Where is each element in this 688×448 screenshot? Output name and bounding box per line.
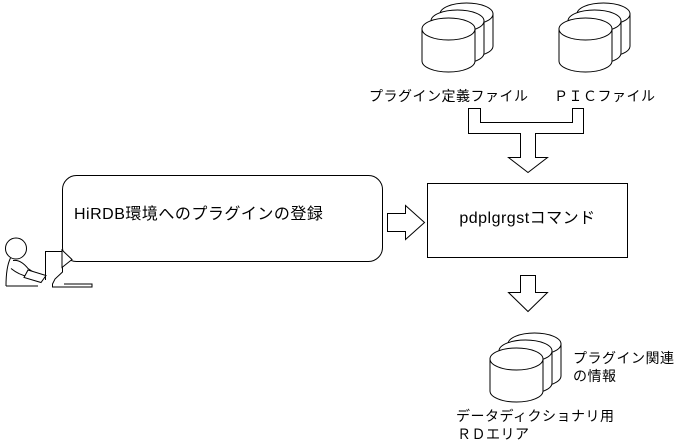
label-pic-file: ＰＩＣファイル [554, 88, 656, 104]
label-rd-area-line1: データディクショナリ用 [456, 408, 615, 424]
label-command: pdplgrgstコマンド [459, 210, 596, 227]
person-icon [5, 237, 47, 287]
pic-file-cylinders-icon [559, 3, 630, 72]
plugin-definition-file-cylinders-icon [422, 3, 493, 72]
down-block-arrow [507, 275, 549, 313]
command-box [427, 183, 628, 258]
task-bubble [62, 175, 383, 262]
merge-down-arrow [468, 108, 584, 174]
label-output-annotation-line2: の情報 [573, 368, 617, 384]
right-block-arrow [387, 204, 426, 241]
label-plugin-definition-file: プラグイン定義ファイル [369, 88, 529, 104]
label-task-bubble: HiRDB環境へのプラグインの登録 [74, 206, 324, 223]
label-rd-area-line2: ＲＤエリア [457, 426, 530, 442]
terminal-icon [45, 248, 93, 288]
rd-area-cylinders-icon [490, 333, 561, 402]
label-output-annotation-line1: プラグイン関連 [573, 350, 675, 366]
